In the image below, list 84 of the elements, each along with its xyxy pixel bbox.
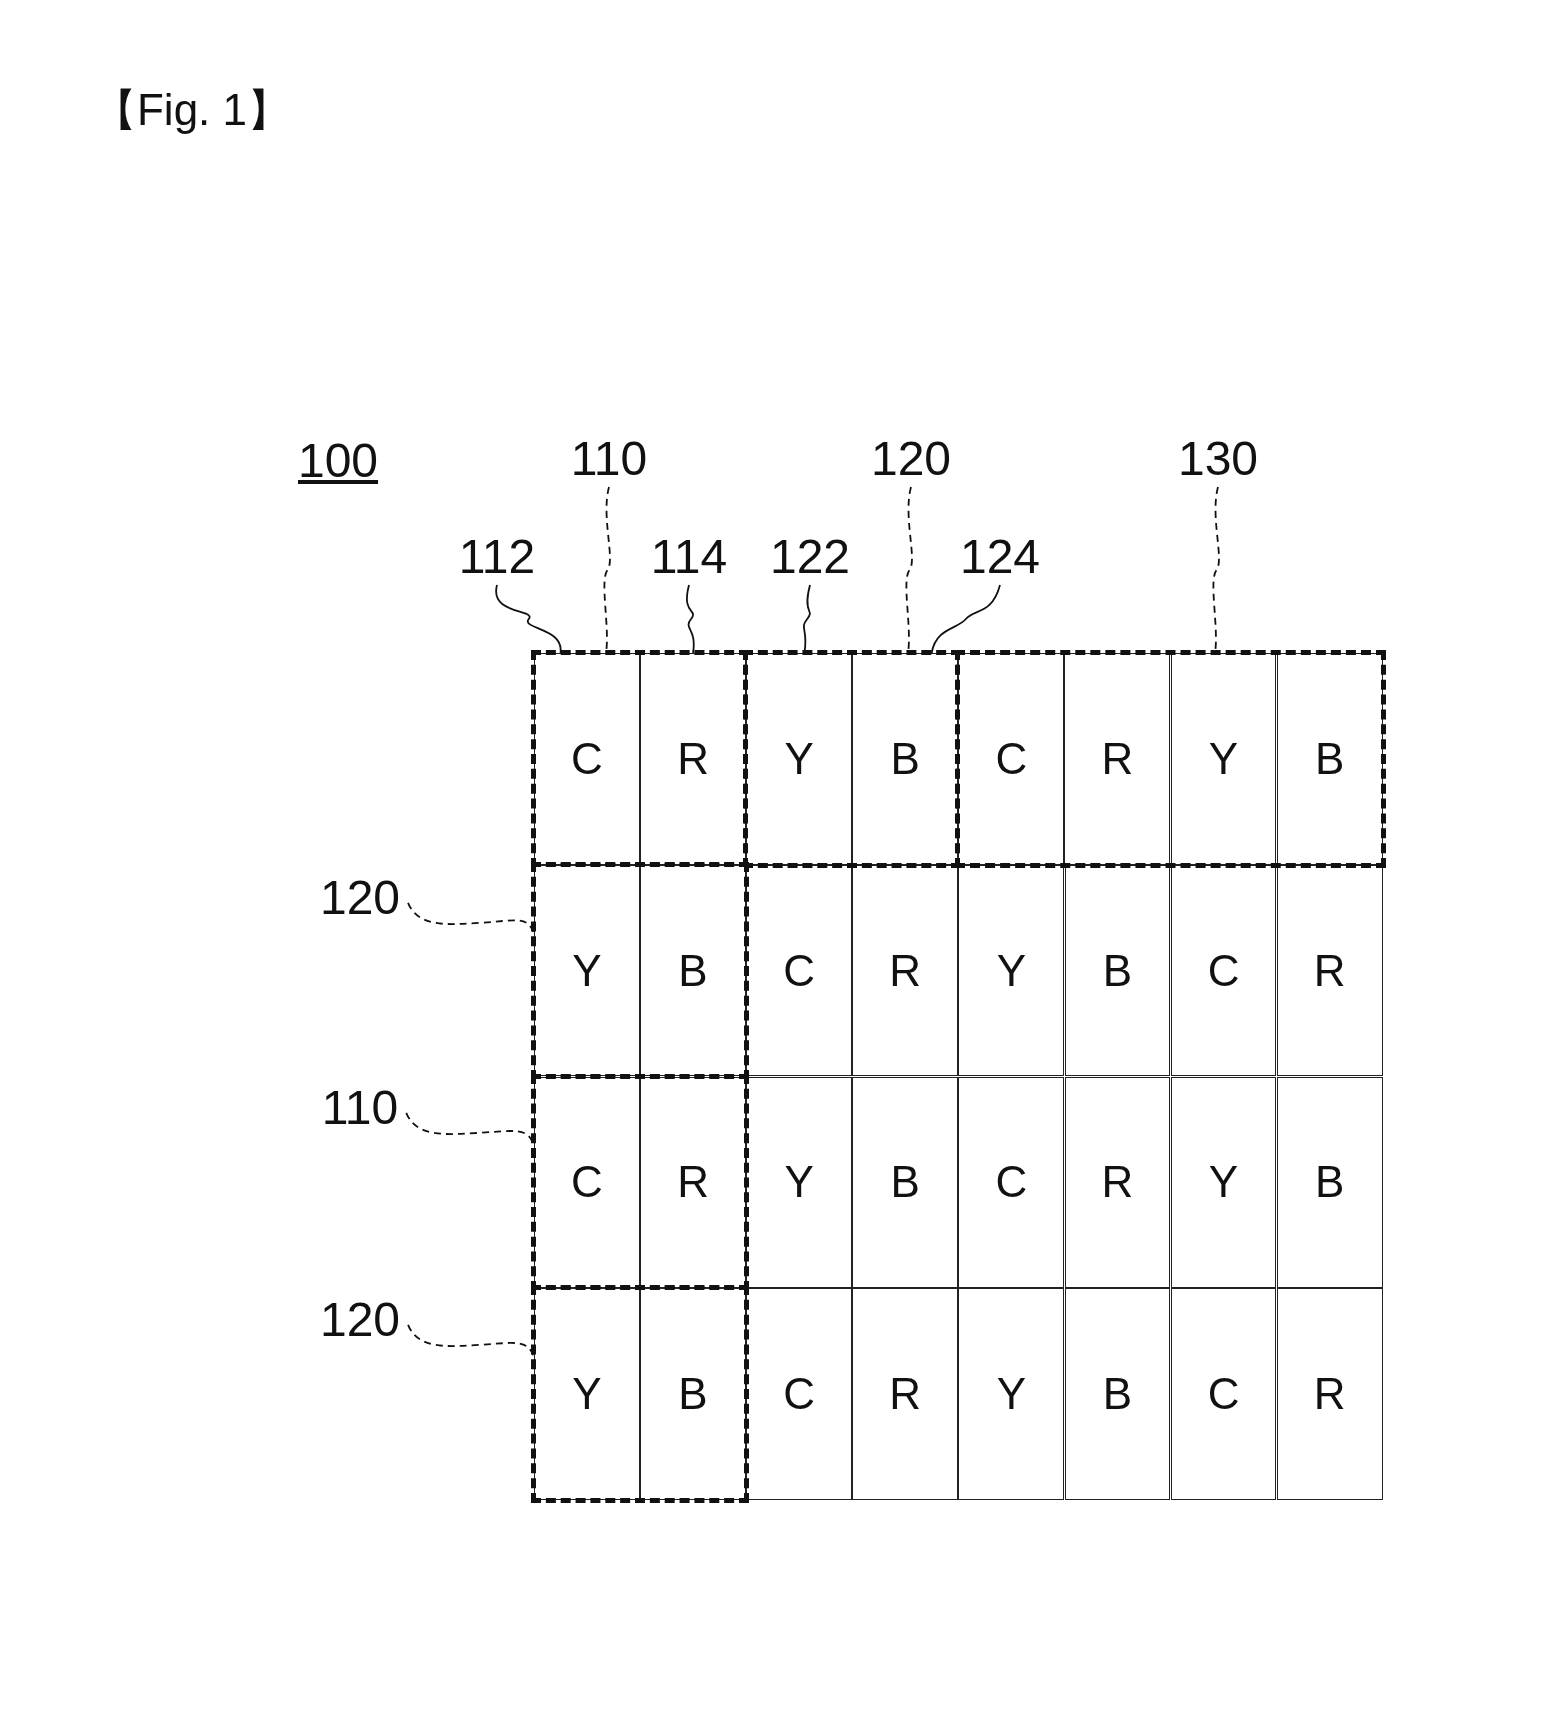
dashed-group-box	[958, 653, 1383, 865]
color-letter: R	[889, 948, 922, 993]
grid-cell	[1064, 1288, 1171, 1500]
color-letter: B	[1102, 1372, 1133, 1417]
color-letter: B	[1314, 736, 1345, 781]
grid-cell	[1170, 1288, 1277, 1500]
color-letter: R	[1101, 736, 1134, 781]
color-letter: R	[1313, 1372, 1346, 1417]
color-letter: B	[678, 948, 708, 993]
color-letter: Y	[1208, 736, 1239, 781]
color-letter: C	[571, 1160, 603, 1205]
leader-line	[930, 584, 1001, 654]
grid-cell	[746, 864, 853, 1077]
reference-numeral: 110	[321, 1084, 399, 1132]
color-letter: R	[889, 1372, 922, 1417]
color-letter: C	[571, 736, 603, 781]
color-letter: C	[783, 948, 815, 993]
grid-cell	[746, 1288, 853, 1500]
grid-cell	[534, 864, 640, 1077]
grid-cell	[1170, 653, 1277, 865]
grid-cell	[1276, 653, 1383, 865]
grid-cell	[852, 1288, 959, 1500]
color-letter: B	[678, 1372, 708, 1417]
reference-numeral: 100	[297, 437, 379, 485]
color-letter: C	[995, 1160, 1028, 1205]
dashed-group-box	[534, 1288, 747, 1501]
reference-numeral: 130	[1177, 435, 1259, 483]
reference-numeral: 112	[458, 533, 536, 581]
dashed-group-box	[746, 653, 959, 865]
color-letter: B	[1314, 1160, 1345, 1205]
grid-cell	[958, 864, 1065, 1077]
grid-cell	[1276, 1288, 1383, 1500]
reference-numeral: 114	[650, 533, 728, 581]
grid-cell	[852, 1076, 959, 1289]
dashed-group-box	[534, 864, 747, 1077]
reference-numeral: 122	[769, 533, 851, 581]
reference-numeral: 120	[319, 1296, 401, 1344]
color-letter: B	[890, 736, 920, 781]
reference-numeral: 110	[570, 435, 648, 483]
color-letter: C	[1207, 948, 1240, 993]
grid-cell	[1170, 864, 1277, 1077]
grid-cell	[640, 653, 746, 865]
grid-cell	[640, 1288, 746, 1500]
reference-numeral: 120	[870, 435, 952, 483]
grid-cell	[640, 1076, 746, 1289]
grid-cell	[1064, 1076, 1171, 1289]
grid-cell	[852, 864, 959, 1077]
reference-numeral: 120	[319, 874, 401, 922]
grid-cell	[1276, 864, 1383, 1077]
grid-cell	[852, 653, 959, 865]
grid-cell	[534, 1076, 640, 1289]
grid-cell	[958, 653, 1065, 865]
color-letter: Y	[572, 948, 602, 993]
grid-cell	[1064, 864, 1171, 1077]
color-letter: Y	[1208, 1160, 1239, 1205]
color-letter: C	[1207, 1372, 1240, 1417]
color-letter: Y	[784, 1160, 814, 1205]
grid-cell	[746, 653, 853, 865]
grid-cell	[746, 1076, 853, 1289]
grid-cell	[534, 1288, 640, 1500]
color-letter: B	[1102, 948, 1133, 993]
color-letter: R	[677, 1160, 709, 1205]
grid-cell	[958, 1288, 1065, 1500]
color-letter: R	[1313, 948, 1346, 993]
color-letter: B	[890, 1160, 920, 1205]
color-letter: R	[1101, 1160, 1134, 1205]
reference-numeral: 124	[959, 533, 1041, 581]
grid-cell	[1170, 1076, 1277, 1289]
color-letter: Y	[784, 736, 814, 781]
leader-line	[686, 584, 695, 654]
dashed-group-box	[534, 653, 747, 865]
figure-label: 【Fig. 1】	[93, 88, 291, 132]
grid-cell	[640, 864, 746, 1077]
grid-cell	[958, 1076, 1065, 1289]
grid-cell	[534, 653, 640, 865]
color-letter: Y	[996, 948, 1026, 993]
color-letter: C	[995, 736, 1028, 781]
color-letter: R	[677, 736, 709, 781]
color-letter: Y	[996, 1372, 1026, 1417]
dashed-group-box	[534, 1076, 747, 1289]
color-letter: C	[783, 1372, 815, 1417]
grid-cell	[1064, 653, 1171, 865]
grid-cell	[1276, 1076, 1383, 1289]
color-letter: Y	[572, 1372, 602, 1417]
